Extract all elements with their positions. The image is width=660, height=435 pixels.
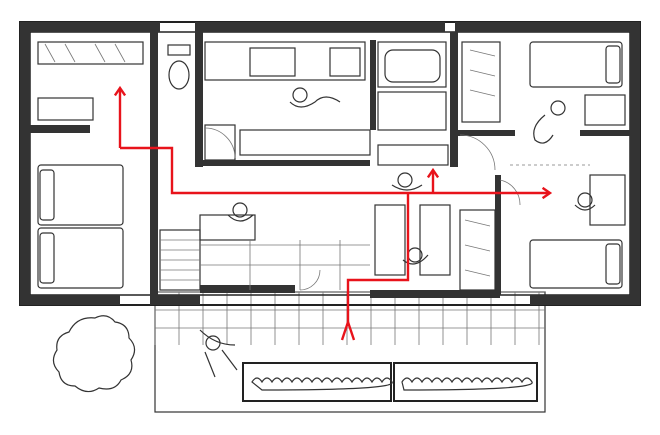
terrace bbox=[154, 291, 546, 413]
arrowhead-icon bbox=[113, 85, 127, 97]
planter-right bbox=[393, 362, 538, 402]
bed-icon bbox=[37, 164, 124, 289]
entry-marker-icon bbox=[340, 318, 356, 341]
circulation-routes bbox=[113, 85, 553, 341]
bathtub-icon bbox=[377, 41, 449, 166]
building-walls bbox=[19, 21, 641, 306]
person-icon bbox=[199, 87, 596, 378]
tree-icon bbox=[52, 315, 136, 393]
sink-icon bbox=[204, 41, 371, 161]
doors bbox=[204, 127, 590, 291]
main-route bbox=[120, 146, 550, 195]
arrowhead-icon bbox=[426, 167, 440, 179]
right-bedroom-top bbox=[461, 41, 626, 126]
right-bedroom-bottom bbox=[459, 174, 626, 291]
closet bbox=[37, 41, 144, 121]
stairs bbox=[159, 204, 451, 291]
planter-left bbox=[242, 362, 392, 402]
toilet-icon bbox=[167, 44, 191, 90]
arrowhead-icon bbox=[541, 186, 553, 200]
entry-route bbox=[346, 193, 410, 325]
